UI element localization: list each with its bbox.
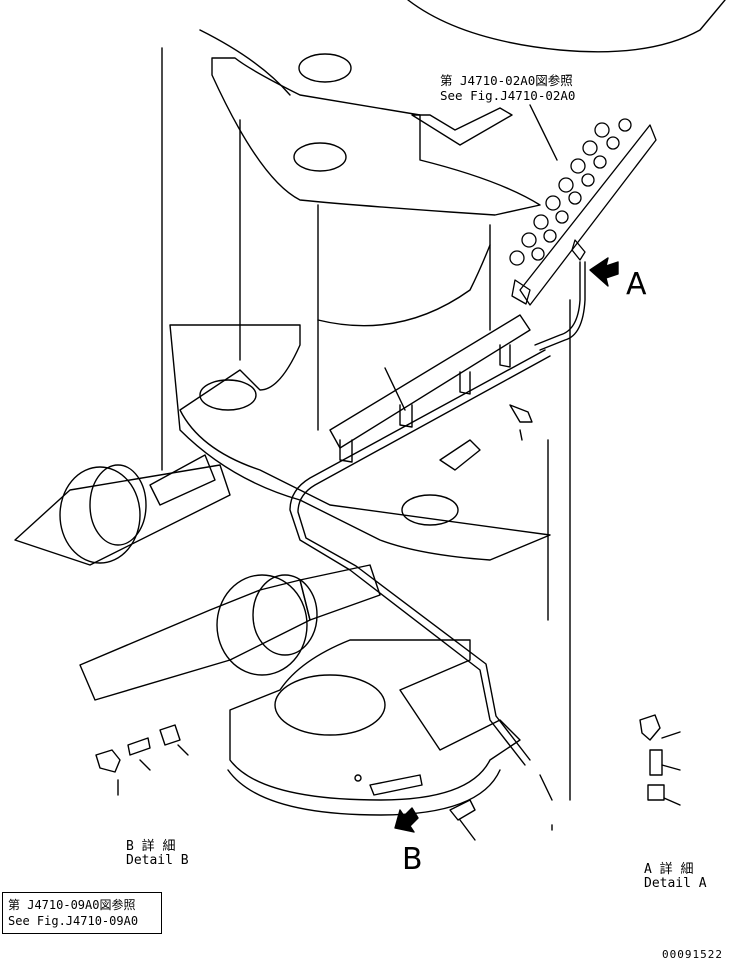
- bracket-tab: [411, 107, 513, 146]
- lower-bracket-rim: [227, 769, 501, 816]
- clip-1: [339, 439, 353, 463]
- nipple-b: [354, 774, 362, 782]
- detail-a-label-ja: A 詳 細: [644, 862, 694, 877]
- grease-pipe-upper-2: [539, 261, 586, 351]
- hydraulic-cylinder-lower: [79, 564, 381, 701]
- grease-pipe-upper: [534, 261, 581, 346]
- mid-hole-left: [199, 379, 257, 411]
- grease-pipe-main: [289, 349, 546, 766]
- upper-bracket-plate: [211, 57, 541, 216]
- reference-leader: [529, 104, 558, 161]
- drawing-number: 00091522: [662, 948, 723, 961]
- bracket-hole-upper: [298, 53, 352, 83]
- detail-a-label-en: Detail A: [644, 876, 707, 891]
- bolt-lower-leader: [459, 819, 476, 841]
- frame-curve-mid: [317, 244, 491, 327]
- detail-b-label-en: Detail B: [126, 853, 189, 868]
- bolt-leader: [519, 429, 523, 441]
- lower-hole: [274, 674, 386, 736]
- detail-b-fittings: [95, 724, 189, 796]
- pipe-support-plate: [329, 314, 531, 449]
- bracket-hole-lower: [293, 142, 347, 172]
- reference-note-top-en: See Fig.J4710-02A0: [440, 88, 576, 103]
- callout-a: A: [626, 267, 647, 302]
- arrow-a: [589, 257, 619, 287]
- mid-hole-right: [401, 494, 459, 526]
- middle-bracket: [169, 324, 551, 561]
- arrow-b: [394, 807, 419, 833]
- mid-tab: [439, 439, 481, 471]
- lower-leader: [539, 774, 553, 801]
- callout-b: B: [402, 842, 423, 877]
- reference-note-bottom-ja: 第 J4710-09A0図参照: [8, 898, 136, 912]
- detail-b-label-ja: B 詳 細: [126, 839, 176, 854]
- detail-a-fittings: [639, 714, 681, 806]
- leader-plate: [384, 367, 406, 411]
- grease-manifold: [509, 118, 657, 306]
- bolt-lower: [449, 799, 476, 821]
- reference-note-bottom-en: See Fig.J4710-09A0: [8, 914, 139, 928]
- hose-end-b: [369, 774, 423, 796]
- clip-3: [459, 371, 471, 395]
- frame-outline-top: [407, 0, 726, 53]
- clip-4: [499, 344, 511, 368]
- lower-bracket: [229, 639, 521, 801]
- grease-pipe-main-2: [297, 355, 551, 761]
- reference-note-top-ja: 第 J4710-02A0図参照: [440, 73, 573, 88]
- hydraulic-cylinder-upper: [14, 454, 231, 566]
- bolt-upper: [509, 404, 533, 423]
- frame-outline-upper: [199, 29, 291, 96]
- reference-box-bottom: 第 J4710-09A0図参照 See Fig.J4710-09A0: [2, 892, 162, 934]
